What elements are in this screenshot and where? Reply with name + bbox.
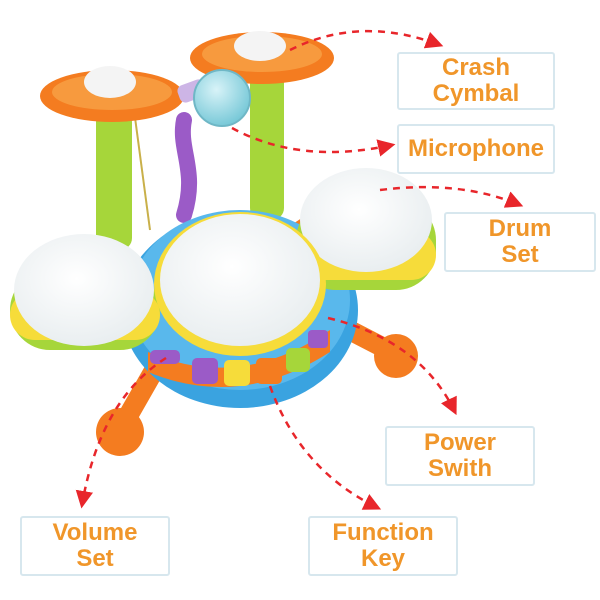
arrow-power-switch <box>327 316 457 416</box>
microphone <box>174 69 251 223</box>
function-key-line1: Function <box>332 519 434 546</box>
arrow-drum-set <box>379 185 524 208</box>
function-key-panel <box>148 330 330 388</box>
drum-center <box>154 212 326 356</box>
volume-set-line1: Volume <box>52 519 138 546</box>
drum-set-line1: Drum <box>488 215 552 242</box>
callout-arrows <box>75 29 524 510</box>
label-volume-set: Volume Set <box>20 516 170 576</box>
label-microphone: Microphone <box>397 124 555 174</box>
arrow-crash-cymbal <box>289 29 444 52</box>
label-crash-cymbal: Crash Cymbal <box>397 52 555 110</box>
drum-left <box>10 234 160 350</box>
function-key-line2: Key <box>360 545 406 572</box>
label-power-switch: Power Swith <box>385 426 535 486</box>
cymbal-poles <box>96 70 284 250</box>
crash-cymbal-line2: Cymbal <box>432 80 520 107</box>
volume-set-line2: Set <box>76 545 114 572</box>
drum-set-line2: Set <box>501 241 539 268</box>
arrow-function-key <box>268 385 382 510</box>
drum-right <box>296 168 436 290</box>
power-switch-line2: Swith <box>428 455 492 482</box>
label-function-key: Function Key <box>308 516 458 576</box>
label-drum-set: Drum Set <box>444 212 596 272</box>
crash-cymbal-line1: Crash <box>441 54 511 81</box>
cymbal-left <box>40 66 184 122</box>
power-switch-line1: Power <box>423 429 497 456</box>
arrow-microphone <box>231 126 396 157</box>
microphone-line1: Microphone <box>408 135 544 162</box>
arrow-volume-set <box>75 356 167 509</box>
